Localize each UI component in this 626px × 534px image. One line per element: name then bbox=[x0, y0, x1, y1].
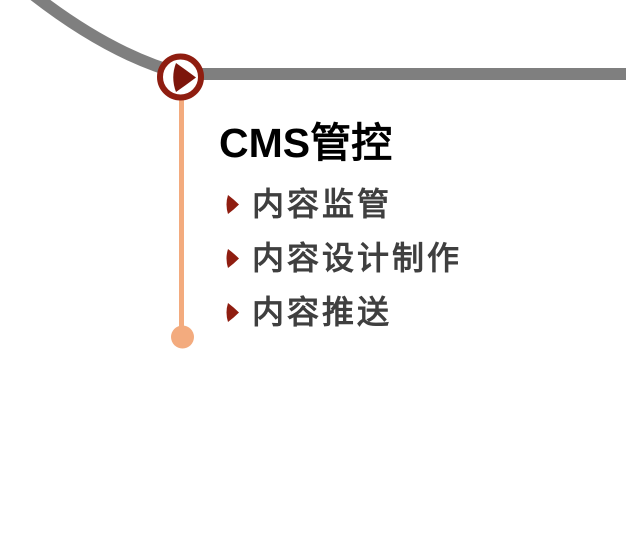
bullet-label: 内容推送 bbox=[252, 294, 393, 330]
list-item: 内容设计制作 bbox=[225, 242, 462, 274]
timeline-end-dot bbox=[171, 325, 194, 349]
chevron-bullet-icon bbox=[226, 194, 239, 214]
chevron-bullet-icon bbox=[226, 248, 239, 268]
play-arrow-icon bbox=[173, 63, 196, 92]
list-item: 内容监管 bbox=[225, 188, 462, 220]
page-title: CMS管控 bbox=[219, 120, 393, 166]
curved-connector-line bbox=[30, 0, 626, 80]
bullet-label: 内容监管 bbox=[252, 186, 393, 222]
list-item: 内容推送 bbox=[225, 296, 462, 328]
bullet-list: 内容监管 内容设计制作 内容推送 bbox=[225, 188, 462, 350]
bullet-label: 内容设计制作 bbox=[252, 240, 463, 276]
chevron-bullet-icon bbox=[226, 302, 239, 322]
